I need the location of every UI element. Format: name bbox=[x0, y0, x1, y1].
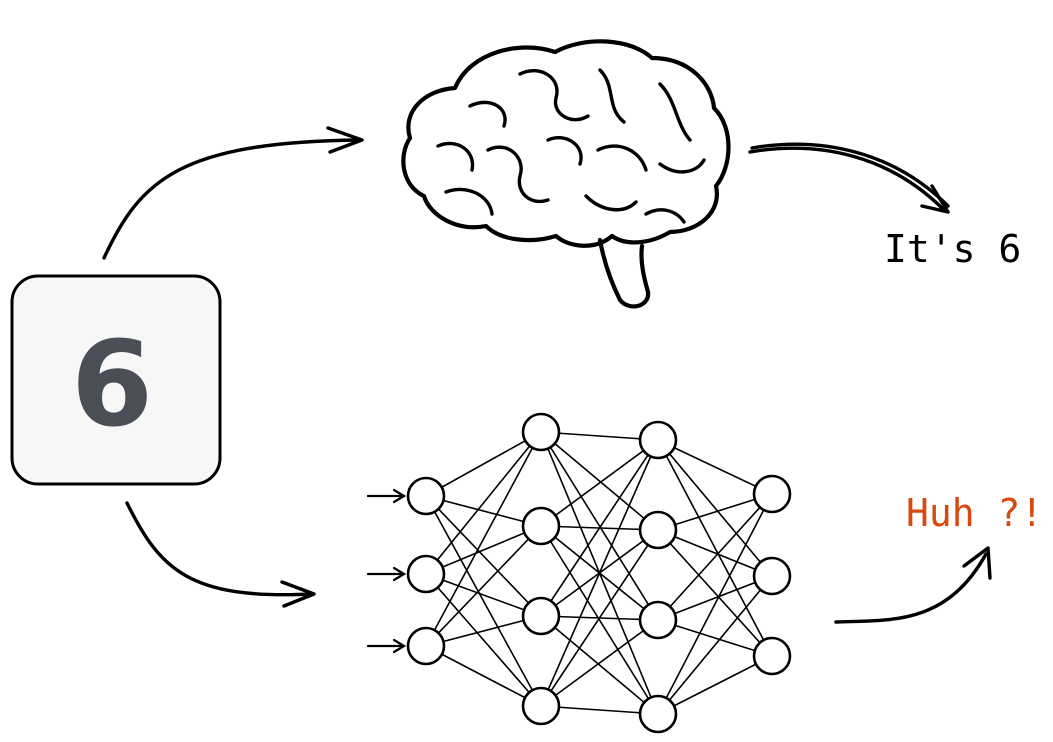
network-connection bbox=[540, 439, 659, 527]
neuron-layer-1 bbox=[406, 626, 446, 666]
network-neurons bbox=[406, 412, 792, 734]
network-connection bbox=[540, 439, 659, 617]
network-connection bbox=[657, 493, 773, 715]
network-connection bbox=[657, 439, 773, 657]
neuron-layer-2 bbox=[521, 596, 561, 636]
network-connection bbox=[425, 495, 542, 617]
network-connection bbox=[657, 655, 773, 715]
arrow-brain-output bbox=[748, 142, 950, 214]
neuron-layer-3 bbox=[638, 600, 678, 640]
neuron-layer-3 bbox=[638, 420, 678, 460]
network-connection bbox=[425, 495, 542, 707]
network-connection bbox=[657, 619, 773, 657]
network-connection bbox=[657, 439, 773, 577]
network-connection bbox=[425, 573, 542, 707]
network-connection bbox=[425, 495, 542, 527]
neuron-layer-2 bbox=[521, 412, 561, 452]
network-connection bbox=[540, 705, 659, 715]
network-connection bbox=[657, 529, 773, 577]
neuron-layer-4 bbox=[752, 636, 792, 676]
network-connection bbox=[540, 431, 659, 621]
network-connection bbox=[425, 645, 542, 707]
neuron-layer-3 bbox=[638, 510, 678, 550]
network-output-label: Huh ?! bbox=[906, 491, 1043, 535]
network-connection bbox=[540, 439, 659, 707]
network-connection bbox=[657, 575, 773, 715]
brain-icon bbox=[401, 39, 731, 309]
network-connection bbox=[425, 573, 542, 617]
network-connection bbox=[540, 431, 659, 531]
neuron-layer-1 bbox=[406, 476, 446, 516]
network-connections bbox=[425, 431, 773, 715]
neuron-layer-1 bbox=[406, 554, 446, 594]
input-digit: 6 bbox=[71, 315, 153, 453]
network-connection bbox=[657, 439, 773, 495]
input-arrow bbox=[366, 638, 407, 654]
network-connection bbox=[540, 529, 659, 707]
network-connection bbox=[425, 431, 542, 647]
network-connection bbox=[540, 525, 659, 715]
network-connection bbox=[425, 615, 542, 647]
neuron-layer-2 bbox=[521, 506, 561, 546]
input-digit-box: 6 bbox=[10, 274, 222, 486]
neuron-layer-2 bbox=[521, 686, 561, 726]
network-input-arrows bbox=[366, 488, 407, 654]
neural-network bbox=[366, 412, 792, 734]
network-connection bbox=[425, 431, 542, 497]
arrow-network-output bbox=[834, 546, 992, 624]
network-connection bbox=[425, 431, 542, 575]
network-connection bbox=[540, 431, 659, 441]
input-arrow bbox=[366, 566, 407, 582]
neuron-layer-3 bbox=[638, 694, 678, 734]
brain-output-label: It's 6 bbox=[884, 227, 1021, 271]
network-connection bbox=[657, 529, 773, 657]
arrow-to-brain bbox=[102, 126, 364, 260]
network-connection bbox=[657, 493, 773, 621]
network-connection bbox=[540, 615, 659, 715]
network-connection bbox=[657, 575, 773, 621]
network-connection bbox=[657, 493, 773, 531]
network-connection bbox=[425, 525, 542, 647]
arrow-to-network bbox=[125, 501, 316, 608]
input-arrow bbox=[366, 488, 407, 504]
network-connection bbox=[425, 525, 542, 575]
neuron-layer-4 bbox=[752, 474, 792, 514]
network-connection bbox=[540, 619, 659, 707]
neuron-layer-4 bbox=[752, 556, 792, 596]
